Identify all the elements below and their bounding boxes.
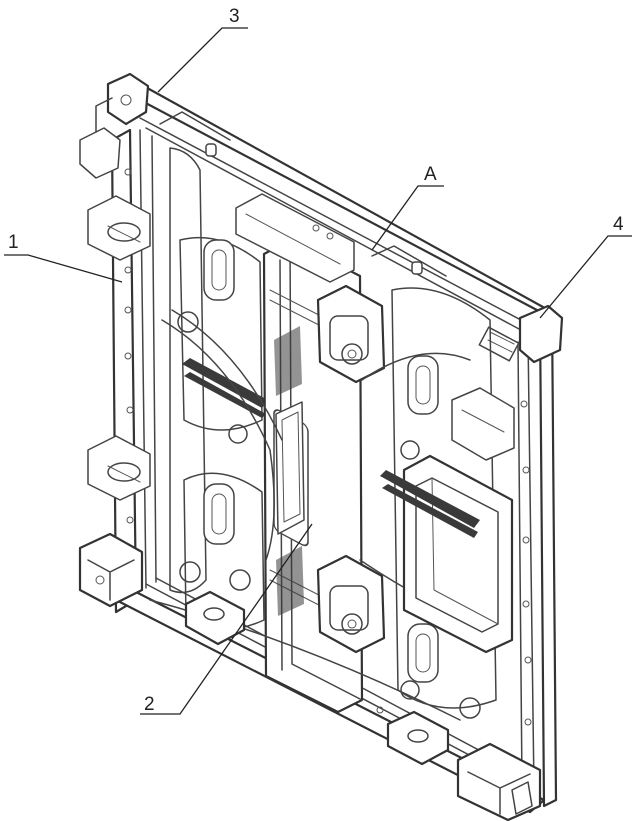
callout-label-3: 3 (229, 6, 240, 27)
left-bay (169, 147, 265, 631)
bottom-lugs (184, 590, 450, 766)
right-handle-bar (380, 470, 480, 538)
top-pegs (159, 111, 447, 277)
corner-bracket-top-right (478, 304, 564, 364)
left-handle-bar (182, 358, 268, 418)
corner-bracket-top-left (79, 72, 150, 179)
callouts: 3 A 1 4 2 (4, 6, 632, 715)
left-clamps (87, 195, 151, 501)
spine-handles (316, 284, 386, 654)
corner-bracket-bottom-left (78, 532, 144, 608)
callout-label-2: 2 (144, 694, 155, 715)
callout-label-4: 4 (613, 214, 624, 235)
callout-label-1: 1 (8, 232, 19, 253)
callout-label-A: A (424, 164, 437, 185)
rail-holes (124, 168, 532, 726)
corner-bracket-bottom-right (456, 742, 542, 821)
